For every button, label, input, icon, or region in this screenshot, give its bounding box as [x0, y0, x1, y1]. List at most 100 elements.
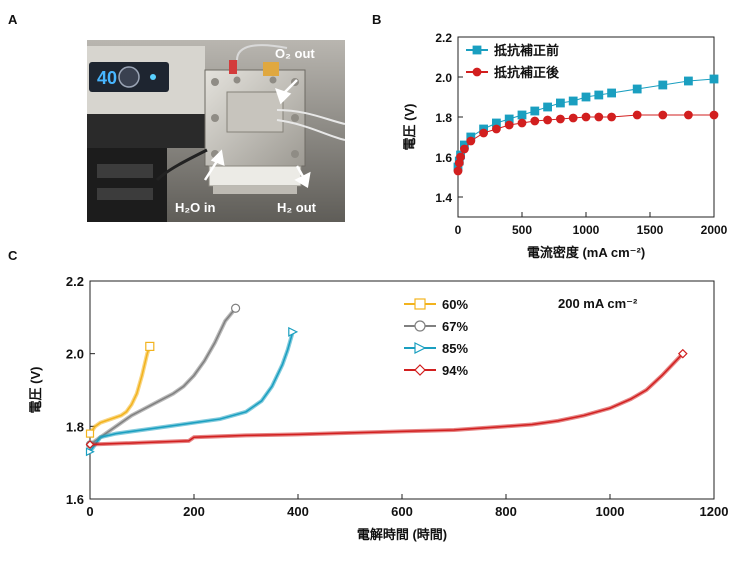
chart-b-data-point	[466, 136, 476, 146]
label-h2-out: H₂ out	[277, 200, 317, 215]
chart-c-y-tick-label: 2.2	[66, 274, 84, 289]
chart-c-x-tick-label: 600	[391, 504, 413, 519]
chart-b-data-point	[517, 118, 527, 128]
panel-label-a: A	[8, 12, 18, 27]
chart-b-data-point	[491, 124, 501, 134]
chart-c-series-line-2	[89, 331, 294, 453]
chart-c-series-end-marker-3	[677, 348, 688, 359]
label-h2o-in: H₂O in	[175, 200, 216, 215]
chart-b-x-tick-label: 2000	[701, 223, 728, 237]
chart-c-y-tick-label: 2.0	[66, 347, 84, 362]
chart-c-x-tick-label: 1000	[596, 504, 625, 519]
chart-c-plot-frame	[89, 280, 715, 500]
chart-b-data-point	[568, 113, 578, 123]
chart-c-series-start-marker-3	[85, 440, 95, 449]
chart-b-data-point	[684, 110, 693, 120]
chart-b-data-point	[594, 90, 604, 100]
pump-display-reading: 40	[97, 68, 117, 88]
chart-c-legend-entry-1: 67%	[442, 319, 468, 334]
chart-b-plot-frame	[457, 36, 715, 218]
chart-b-data-point	[658, 110, 668, 120]
chart-c-x-tick-label: 0	[86, 504, 93, 519]
chart-b-y-tick-label: 1.6	[435, 151, 452, 165]
chart-b-data-point	[658, 80, 668, 90]
chart-b-data-point	[709, 110, 719, 120]
tubing	[155, 44, 345, 182]
panel-label-c: C	[8, 248, 18, 263]
panel-label-b: B	[372, 12, 382, 27]
chart-c-legend-marker-0	[414, 298, 426, 310]
chart-b-data-point	[607, 112, 616, 122]
chart-b-data-point	[504, 114, 514, 124]
chart-c-series-start-marker-2	[85, 447, 95, 457]
arrows	[203, 79, 311, 189]
chart-b-legend-marker-0	[472, 45, 482, 55]
chart-b-data-point	[456, 152, 465, 162]
chart-c-series-start-marker-1	[85, 440, 95, 449]
chart-c-legend-marker-1	[414, 320, 426, 332]
chart-c-series-end-marker-0	[145, 341, 155, 351]
chart-b-series-line-1	[457, 114, 714, 172]
electrolyzer-stack	[204, 60, 306, 194]
chart-b-data-point	[491, 118, 501, 128]
chart-c-y-axis-label: 電圧 (V)	[28, 367, 43, 414]
chart-b-data-point	[543, 102, 552, 112]
chart-b-legend-marker-1	[472, 67, 482, 77]
chart-c-series-band-3	[89, 352, 685, 447]
chart-c-x-tick-label: 200	[183, 504, 205, 519]
chart-b-x-tick-label: 0	[455, 223, 462, 237]
chart-b-x-axis-label: 電流密度 (mA cm⁻²)	[527, 245, 645, 260]
chart-b-data-point	[504, 120, 514, 130]
chart-b-data-point	[581, 112, 591, 122]
chart-c-series-start-marker-0	[85, 429, 95, 438]
chart-b-y-tick-label: 1.8	[435, 111, 452, 125]
chart-b-y-tick-label: 2.0	[435, 71, 452, 85]
chart-b-data-point	[454, 158, 464, 168]
chart-c-series-end-marker-2	[288, 326, 299, 337]
chart-b-data-point	[594, 112, 604, 122]
chart-b-legend-entry-1: 抵抗補正後	[494, 65, 560, 80]
chart-b-data-point	[568, 96, 578, 106]
chart-b-x-tick-label: 500	[512, 223, 532, 237]
chart-c-x-tick-label: 1200	[700, 504, 729, 519]
chart-b-x-tick-label: 1500	[637, 223, 664, 237]
chart-c-legend-entry-2: 85%	[442, 341, 468, 356]
chart-c-series-line-3	[89, 353, 684, 446]
chart-b-data-point	[517, 110, 527, 120]
electrolyzer-photo: 40 O₂ out H₂O in H₂ out	[87, 40, 345, 222]
chart-b-data-point	[581, 92, 591, 102]
chart-c-x-tick-label: 400	[287, 504, 309, 519]
chart-c-x-tick-label: 800	[495, 504, 517, 519]
chart-b-data-point	[684, 76, 693, 86]
chart-c-legend-entry-3: 94%	[442, 363, 468, 378]
pump-device: 40	[87, 46, 205, 222]
chart-b-data-point	[530, 116, 540, 126]
chart-c-series-band-1	[88, 306, 238, 447]
chart-b-data-point	[607, 88, 616, 98]
chart-b-data-point	[530, 106, 540, 116]
chart-b-y-tick-label: 1.4	[435, 191, 452, 205]
chart-b-series-line-0	[457, 78, 715, 168]
chart-b-y-axis-label: 電圧 (V)	[402, 104, 417, 151]
chart-c-series-band-0	[88, 345, 152, 435]
chart-c-series-end-marker-1	[231, 303, 241, 313]
chart-c-y-tick-label: 1.8	[66, 419, 84, 434]
chart-b-data-point	[479, 128, 489, 138]
chart-c-legend-marker-2	[414, 342, 427, 354]
chart-c-y-tick-label: 1.6	[66, 492, 84, 507]
chart-c-series-line-1	[89, 307, 237, 446]
chart-b-legend-entry-0: 抵抗補正前	[494, 43, 559, 58]
chart-b-data-point	[456, 150, 465, 160]
chart-b-data-point	[709, 74, 719, 84]
chart-b-data-point	[459, 144, 469, 154]
chart-c-legend-marker-3	[414, 364, 426, 376]
chart-b-y-tick-label: 2.2	[435, 31, 452, 45]
chart-c-legend-entry-0: 60%	[442, 297, 468, 312]
chart-b-data-point	[479, 124, 489, 134]
chart-b-data-point	[632, 84, 642, 94]
chart-b-data-point	[466, 132, 476, 142]
chart-b-data-point	[556, 98, 565, 108]
chart-b-data-point	[543, 115, 552, 125]
chart-b-data-point	[453, 162, 463, 172]
chart-c-series-band-2	[88, 331, 295, 453]
